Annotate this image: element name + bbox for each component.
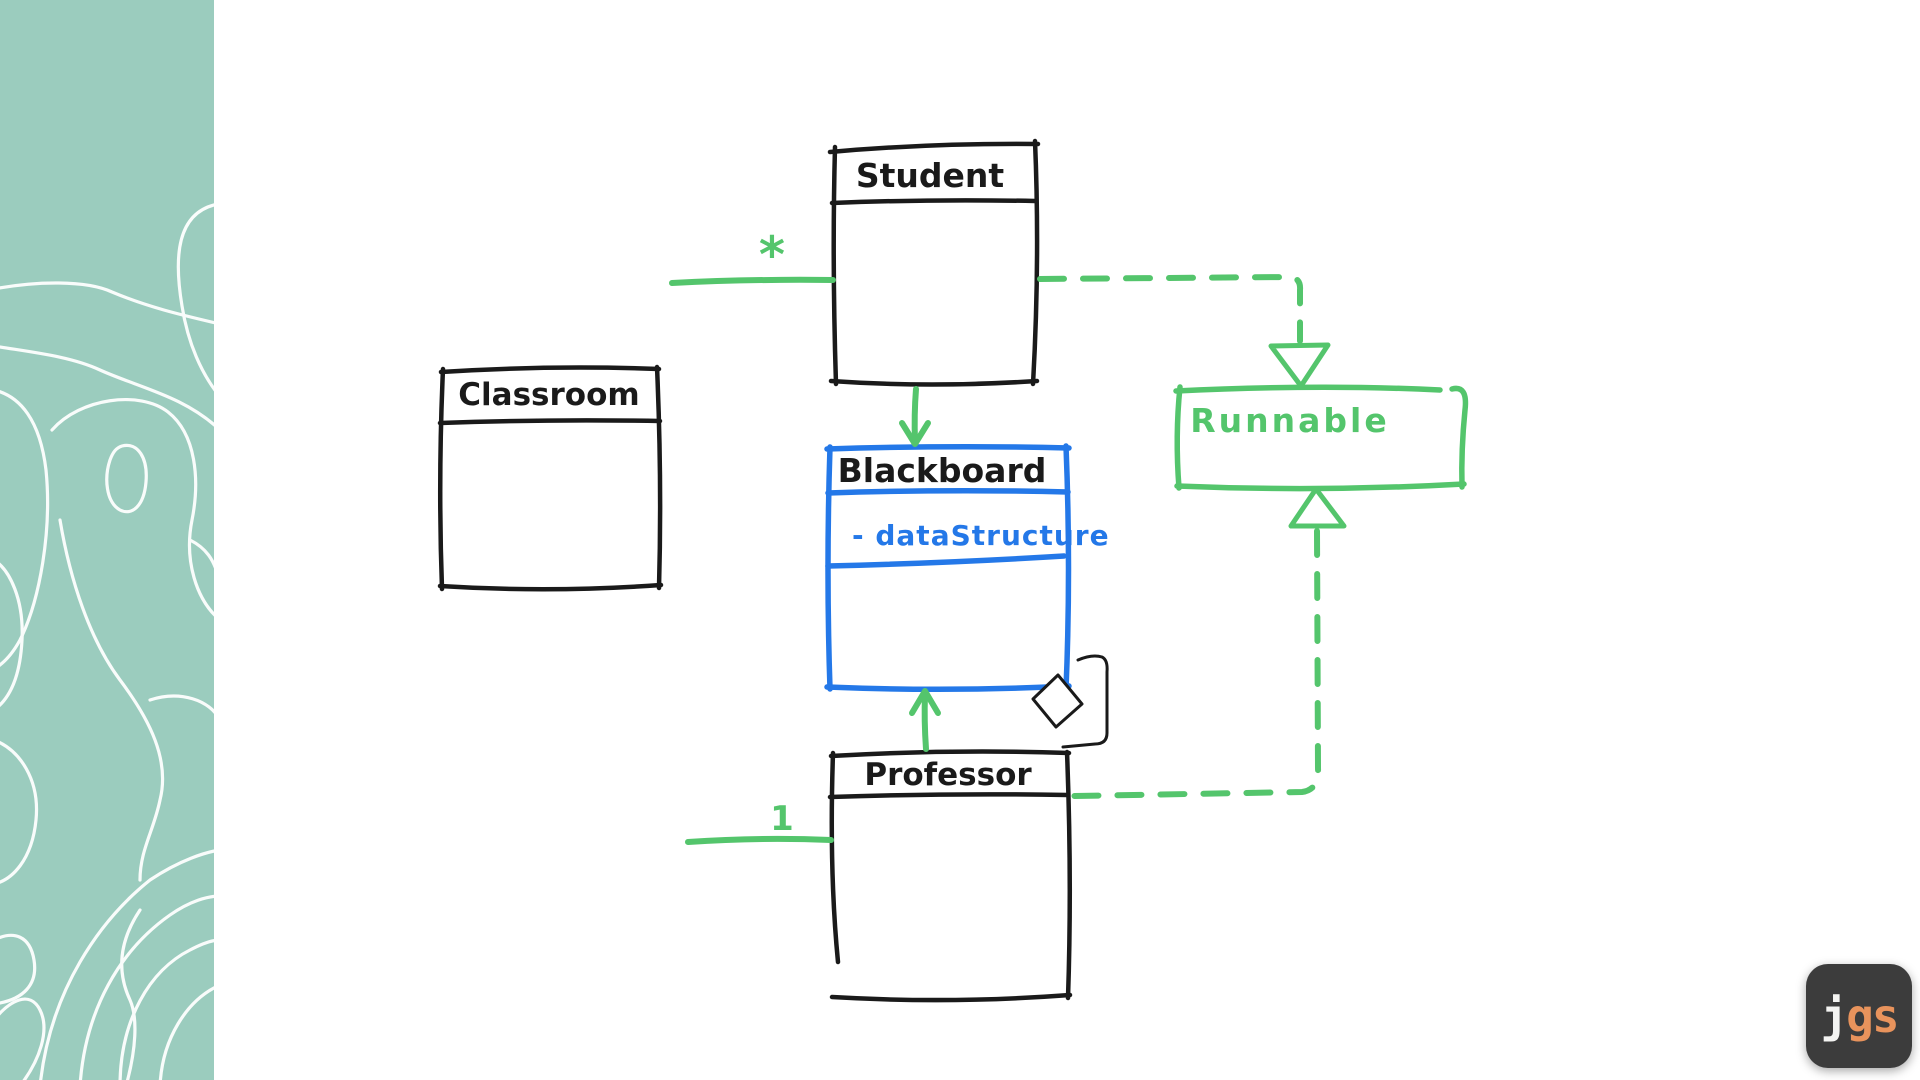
professor-title: Professor bbox=[864, 757, 1032, 793]
class-professor[interactable]: Professor bbox=[827, 749, 1073, 1003]
topo-contours-art bbox=[0, 203, 214, 1080]
blackboard-box-outline bbox=[824, 443, 1072, 693]
connector-hook-sketch bbox=[1061, 654, 1109, 749]
blackboard-attribute: - dataStructure bbox=[852, 519, 1110, 552]
watermark-letter-j: j bbox=[1820, 989, 1848, 1043]
student-title: Student bbox=[856, 156, 1005, 195]
student-association-stroke bbox=[669, 276, 836, 286]
interface-runnable[interactable]: Runnable bbox=[1173, 384, 1469, 492]
blackboard-title: Blackboard bbox=[838, 451, 1047, 490]
student-association-line[interactable]: * bbox=[669, 226, 836, 286]
arrow-up-shaft bbox=[921, 692, 929, 752]
runnable-box-outline bbox=[1173, 384, 1469, 492]
realization-dash-bottom bbox=[1071, 528, 1322, 799]
multiplicity-star-label: * bbox=[759, 226, 785, 284]
arrow-down-head bbox=[899, 420, 931, 447]
student-box-outline bbox=[827, 138, 1041, 387]
realization-dash-top bbox=[1037, 273, 1304, 344]
runnable-title: Runnable bbox=[1190, 401, 1389, 440]
professor-association-stroke bbox=[685, 835, 834, 845]
professor-runnable-dashed-connector[interactable] bbox=[1071, 486, 1347, 799]
multiplicity-one-label: 1 bbox=[770, 799, 794, 839]
aggregation-diamond bbox=[1031, 673, 1084, 729]
aggregation-diamond-sketch[interactable] bbox=[1031, 654, 1109, 749]
professor-box-outline bbox=[827, 749, 1073, 1003]
classroom-box-outline bbox=[437, 364, 664, 592]
watermark-letters-gs: gs bbox=[1846, 989, 1899, 1043]
classroom-title: Classroom bbox=[458, 377, 639, 413]
sidebar-pattern bbox=[0, 0, 214, 1080]
class-classroom[interactable]: Classroom bbox=[437, 364, 664, 592]
student-blackboard-arrow[interactable] bbox=[899, 386, 931, 447]
professor-association-line[interactable]: 1 bbox=[685, 799, 834, 845]
arrow-up-head bbox=[909, 688, 941, 716]
arrow-down-shaft bbox=[911, 386, 919, 444]
class-blackboard[interactable]: Blackboard - dataStructure bbox=[824, 443, 1110, 693]
realization-arrowhead-top bbox=[1268, 342, 1331, 389]
realization-arrowhead-bottom bbox=[1288, 486, 1347, 529]
student-runnable-dashed-connector[interactable] bbox=[1037, 273, 1331, 389]
professor-blackboard-arrow[interactable] bbox=[909, 688, 941, 752]
class-student[interactable]: Student bbox=[827, 138, 1041, 387]
